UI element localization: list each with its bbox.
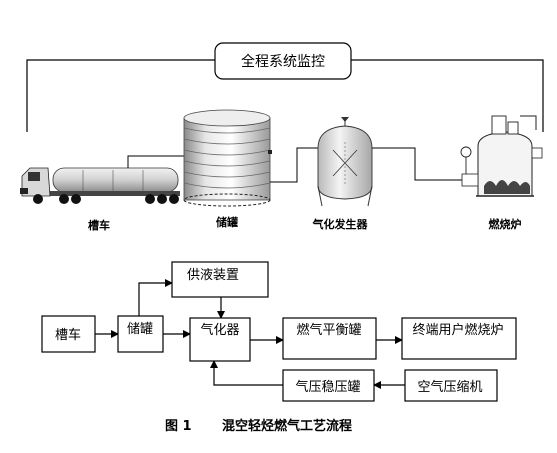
svg-text:空气压缩机: 空气压缩机: [417, 379, 482, 395]
flow-node-gas-balance-tank: 燃气平衡罐: [282, 317, 377, 360]
monitor-label: 全程系统监控: [241, 53, 325, 70]
svg-text:供液装置: 供液装置: [187, 268, 239, 283]
flow-node-gasifier: 气化器: [189, 317, 251, 362]
monitor-label-box: 全程系统监控: [214, 42, 352, 80]
flow-node-end-furnace: 终端用户燃烧炉: [401, 317, 517, 360]
monitor-line-left: [26, 59, 215, 132]
caption-number: 图 1: [165, 419, 192, 434]
pipe-gasifier-to-furnace: [372, 147, 462, 181]
tanker-truck-label: 槽车: [88, 218, 110, 232]
flow-node-storage: 储罐: [117, 315, 164, 353]
arrow-pressure-tank-to-gasifier: [210, 360, 283, 386]
arrow-storage-to-liquid-supply: [138, 279, 173, 316]
pipe-tank-to-gasifier: [270, 147, 318, 183]
flow-node-air-compressor: 空气压缩机: [404, 369, 498, 402]
flow-node-pressure-tank: 气压稳压罐: [282, 369, 375, 402]
pipe-truck-to-tank: [127, 155, 184, 168]
flow-node-tanker: 槽车: [41, 315, 96, 353]
svg-text:燃气平衡罐: 燃气平衡罐: [296, 322, 361, 338]
tanker-truck-icon: [20, 167, 180, 204]
furnace-icon: [460, 115, 543, 197]
svg-text:气压稳压罐: 气压稳压罐: [295, 379, 360, 395]
monitor-line-right: [351, 59, 544, 132]
svg-text:终端用户燃烧炉: 终端用户燃烧炉: [412, 322, 503, 338]
storage-tank-label: 储罐: [216, 215, 238, 229]
caption-title: 混空轻烃燃气工艺流程: [222, 418, 352, 434]
svg-text:槽车: 槽车: [55, 327, 81, 343]
storage-tank-icon: [183, 109, 272, 207]
svg-text:储罐: 储罐: [127, 322, 153, 337]
furnace-label: 燃烧炉: [488, 217, 522, 231]
gasifier-vessel-icon: [317, 117, 373, 207]
svg-text:气化器: 气化器: [200, 322, 239, 338]
gasifier-label: 气化发生器: [312, 217, 369, 231]
flow-node-liquid-supply: 供液装置: [171, 261, 269, 298]
